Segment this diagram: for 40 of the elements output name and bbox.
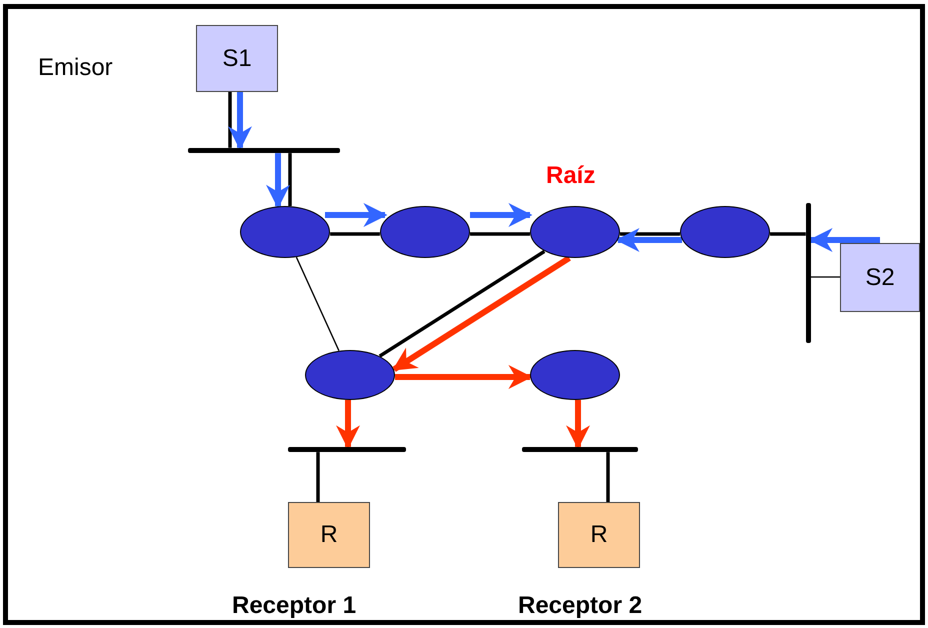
link-line — [770, 232, 806, 236]
flow-arrow — [616, 228, 682, 252]
flow-arrow — [266, 153, 290, 209]
router-ellipse — [530, 206, 620, 258]
network-bus — [288, 447, 406, 452]
node-caption: Receptor 2 — [518, 591, 642, 621]
link-line — [228, 92, 232, 148]
link-line — [296, 256, 340, 351]
router-ellipse — [380, 206, 470, 258]
link-line — [811, 276, 840, 278]
router-ellipse — [305, 350, 395, 400]
host-box — [558, 502, 640, 568]
network-bus — [188, 148, 340, 153]
host-label: R — [590, 520, 608, 550]
role-label: Emisor — [38, 53, 113, 83]
link-line — [288, 153, 292, 206]
link-line — [620, 232, 680, 236]
flow-arrow — [228, 92, 252, 150]
flow-arrow — [470, 203, 532, 227]
link-line — [470, 232, 530, 236]
flow-arrow — [566, 400, 590, 450]
link-line — [606, 452, 610, 502]
link-line — [316, 452, 320, 502]
node-caption: Receptor 1 — [232, 591, 356, 621]
network-bus — [806, 203, 811, 343]
link-line — [330, 232, 380, 236]
flow-arrow — [325, 203, 388, 227]
network-bus — [522, 447, 638, 452]
host-box — [840, 243, 920, 312]
host-box — [288, 502, 370, 568]
host-label: S1 — [222, 44, 252, 74]
flow-arrow — [808, 228, 880, 252]
host-label: S2 — [865, 262, 895, 292]
host-label: R — [320, 520, 338, 550]
flow-arrow — [336, 400, 360, 450]
node-caption: Raíz — [546, 161, 596, 191]
flow-arrow — [392, 255, 571, 372]
host-box — [196, 25, 278, 92]
flow-arrow — [395, 365, 532, 389]
link-line — [378, 250, 546, 358]
